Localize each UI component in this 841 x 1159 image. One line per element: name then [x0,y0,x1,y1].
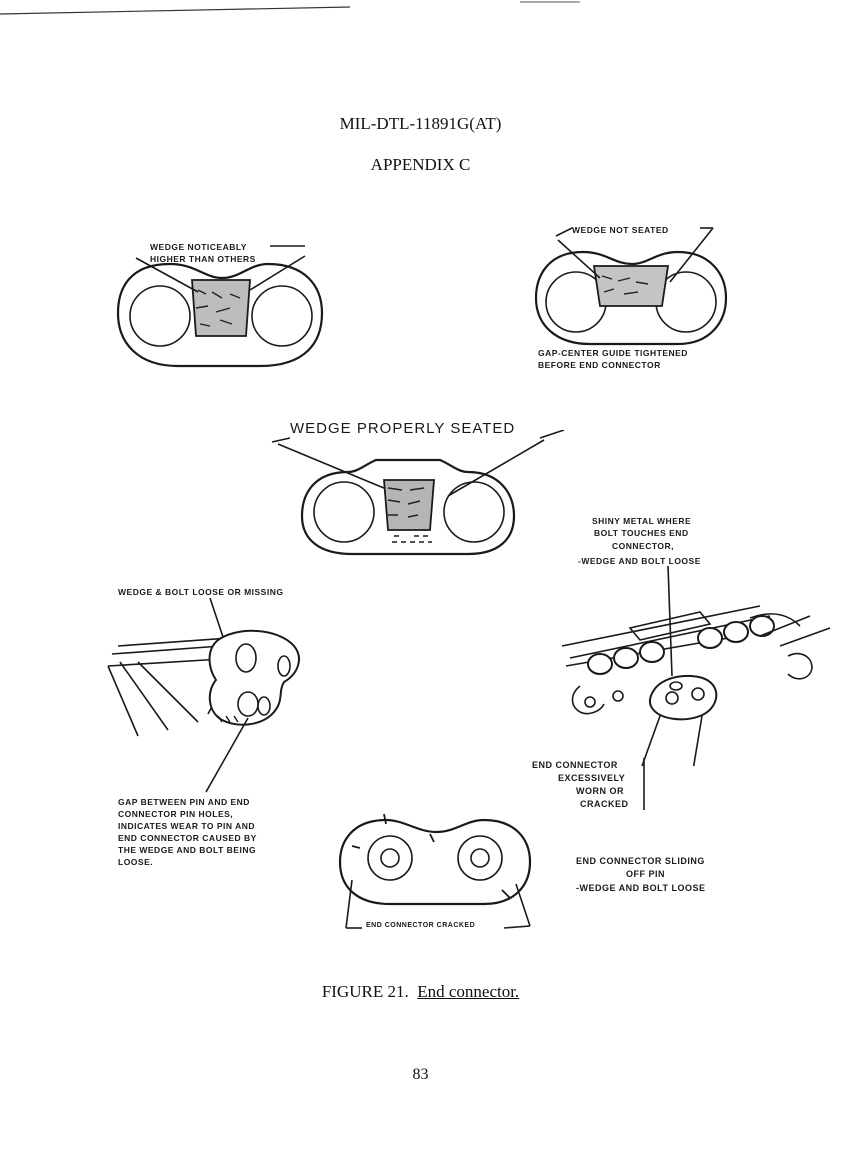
label-gap-pin-5: THE WEDGE AND BOLT BEING [118,845,257,855]
illustration-track-assembly [561,566,831,766]
label-gap-pin-2: CONNECTOR PIN HOLES, [118,809,234,819]
label-worn-1: END CONNECTOR [532,760,618,770]
crack-marks [351,813,511,899]
illustration-wedge-higher [116,245,324,368]
label-gap-pin-6: LOOSE. [118,857,154,867]
label-gap-guide-2: BEFORE END CONNECTOR [538,360,661,370]
illustration-wedge-missing [107,597,300,793]
label-wedge-missing: WEDGE & BOLT LOOSE OR MISSING [118,587,284,597]
figure-number: FIGURE 21. [321,982,409,1001]
track-rollers [587,615,775,675]
label-shiny-1: SHINY METAL WHERE [592,516,692,526]
figure-caption: FIGURE 21. End connector. [0,982,841,1002]
label-shiny-2: BOLT TOUCHES END [594,528,689,538]
label-shiny-4: -WEDGE AND BOLT LOOSE [578,556,701,566]
label-gap-pin-3: INDICATES WEAR TO PIN AND [118,821,256,831]
label-wedge-properly-seated: WEDGE PROPERLY SEATED [290,420,516,437]
figure-title: End connector. [417,982,520,1001]
label-worn-4: CRACKED [580,799,629,809]
label-wedge-higher-2: HIGHER THAN OTHERS [150,254,256,264]
document-id: MIL-DTL-11891G(AT) [339,114,502,133]
wedge-shape-raised [191,279,251,337]
label-shiny-3: CONNECTOR, [612,541,674,551]
appendix-title: APPENDIX C [370,155,471,174]
label-worn-3: WORN OR [576,786,624,796]
illustration-wedge-properly-seated [271,430,565,556]
wedge-shape-unseated [592,265,670,307]
label-sliding-2: OFF PIN [626,869,665,879]
illustration-wedge-not-seated [534,227,728,346]
label-wedge-not-seated: WEDGE NOT SEATED [572,225,669,235]
page-number: 83 [412,1066,429,1083]
label-end-connector-cracked: END CONNECTOR CRACKED [366,922,476,929]
worn-bracket [643,758,645,810]
label-gap-pin-4: END CONNECTOR CAUSED BY [118,833,257,843]
label-worn-2: EXCESSIVELY [558,773,626,783]
wedge-shape-seated [383,479,435,531]
label-sliding-3: -WEDGE AND BOLT LOOSE [576,883,706,893]
label-gap-guide-1: GAP-CENTER GUIDE TIGHTENED [538,348,688,358]
illustration-end-connector-cracked [338,813,532,929]
label-wedge-higher-1: WEDGE NOTICEABLY [150,242,247,252]
scan-edge-lines [0,1,580,15]
label-gap-pin-1: GAP BETWEEN PIN AND END [118,797,250,807]
label-sliding-1: END CONNECTOR SLIDING [576,856,705,866]
